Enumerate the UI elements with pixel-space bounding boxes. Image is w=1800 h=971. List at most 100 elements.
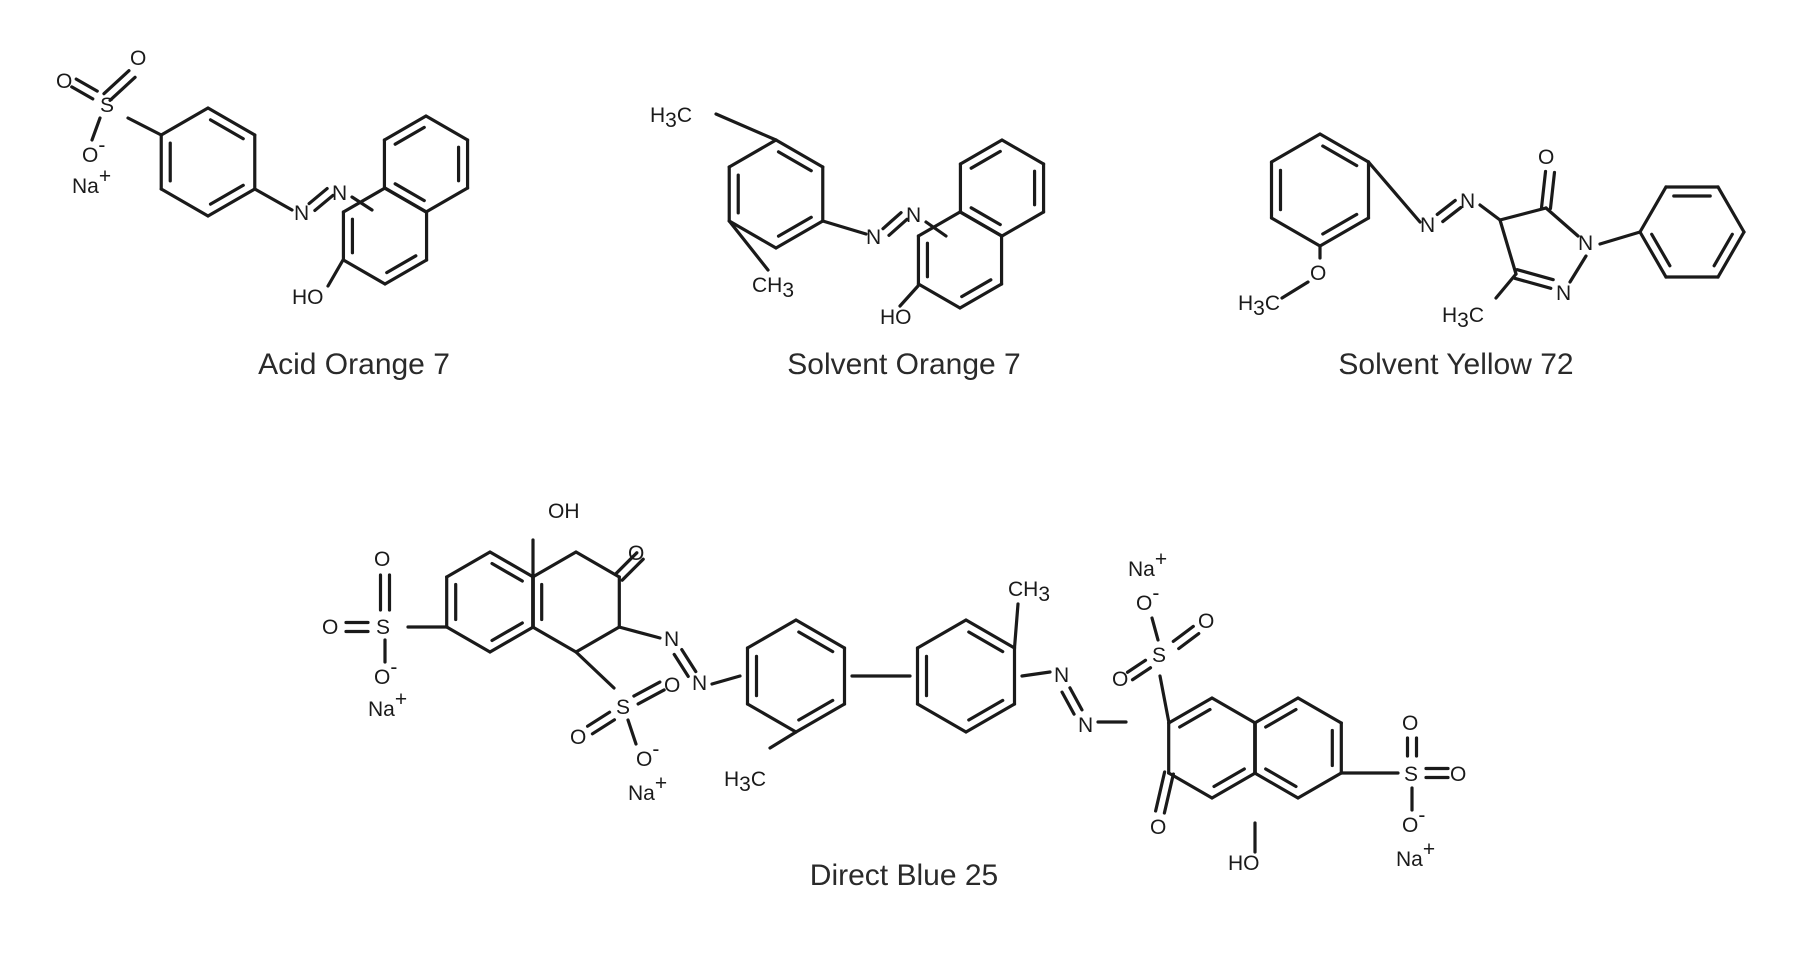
direct-blue-25-nitrogen-label: N [1054,664,1069,687]
direct-blue-25-c-n-bond [1020,670,1052,678]
direct-blue-25-s-o-double-bond [585,710,612,728]
acid-orange-7-naphthalene-ring-b [383,258,429,286]
solvent-orange-7-naphthalene-ring-a [958,138,1004,166]
solvent-orange-7-naphthalene-ring-a [1000,138,1046,166]
solvent-yellow-72-methyl-label: H3C [1238,292,1280,320]
acid-orange-7-s-o-bond [90,116,102,142]
direct-blue-25-carbonyl-oxygen-label: O [628,542,644,565]
direct-blue-25-oxide-label: O- [636,738,659,771]
solvent-orange-7-azo-double-bond [881,211,903,231]
acid-orange-7-benzene-ring [206,106,257,137]
acid-orange-7-benzene-ring-inner-bond [208,118,245,141]
direct-blue-25-biphenyl-ring-a [794,618,847,650]
acid-orange-7-c-o-bond [326,258,345,288]
solvent-yellow-72-nitrogen-label: N [1460,190,1475,213]
solvent-yellow-72-azo-double-bond [1441,205,1463,224]
direct-blue-25-oxygen-label: O [322,616,338,639]
compound-name-solvent-yellow-72: Solvent Yellow 72 [1338,348,1573,381]
direct-blue-25-right-ring-b-inner-bond [1264,707,1298,729]
direct-blue-25-s-o-double-bond [1171,624,1195,644]
direct-blue-25-c-o-double-bond [1162,772,1175,815]
direct-blue-25-oxygen-label: O [570,726,586,749]
solvent-orange-7-naphthalene-ring-b [916,210,962,238]
direct-blue-25-biphenyl-ring-a-inner-bond [797,698,835,722]
acid-orange-7-c-n-bond [253,187,294,212]
direct-blue-25-sodium-label: Na+ [1128,548,1167,581]
solvent-yellow-72-anisole-ring [1269,132,1322,164]
direct-blue-25-oxide-label: O- [1136,582,1159,615]
direct-blue-25-oxygen-label: O [374,548,390,571]
direct-blue-25-c-ch3-bond [768,730,798,750]
direct-blue-25-carbonyl-oxygen-label: O [1150,816,1166,839]
direct-blue-25-right-ring-a-inner-bond [1212,767,1246,789]
solvent-yellow-72-c-n-double-bond [1515,268,1555,282]
atom-label-layer: SOOO-Na+NNHOH3CCH3NNHOOH3CNNNNOH3COHOSOO… [56,47,1593,875]
direct-blue-25-left-ring-a [445,550,492,579]
direct-blue-25-right-ring-a [1167,771,1214,800]
direct-blue-25-right-ring-b [1296,771,1343,800]
solvent-orange-7-naphthalene-ring-b [916,282,962,310]
direct-blue-25-biphenyl-ring-b [964,618,1017,650]
solvent-yellow-72-pyrazolone-bond [1544,206,1580,238]
acid-orange-7-azo-double-bond [307,186,329,206]
direct-blue-25-right-ring-b [1253,696,1300,725]
direct-blue-25-oxygen-label: O [1112,668,1128,691]
direct-blue-25-methyl-label: CH3 [1008,578,1050,606]
solvent-yellow-72-methyl-label: H3C [1442,304,1484,332]
direct-blue-25-nitrogen-label: N [692,672,707,695]
solvent-yellow-72-pyrazolone-bond [1568,254,1588,284]
solvent-orange-7-methyl-label: CH3 [752,274,794,302]
acid-orange-7-nitrogen-label: N [332,182,347,205]
acid-orange-7-naphthalene-ring-b [383,186,429,214]
direct-blue-25-oxygen-label: O [1198,610,1214,633]
acid-orange-7-s-o-double-bond [70,85,95,101]
direct-blue-25-biphenyl-ring-a [745,702,798,734]
direct-blue-25-left-ring-b [531,625,578,654]
acid-orange-7-n-c-bond [350,195,374,212]
direct-blue-25-azo-double-bond [672,652,690,679]
acid-orange-7-s-o-double-bond [108,75,137,102]
solvent-orange-7-naphthalene-ring-a-inner-bond [969,206,1002,227]
acid-orange-7-oxide-label: O- [82,134,105,167]
compound-name-acid-orange-7: Acid Orange 7 [258,348,450,381]
acid-orange-7-nitrogen-label: N [294,202,309,225]
direct-blue-25-left-ring-b [574,550,621,579]
direct-blue-25-sodium-label: Na+ [1396,838,1435,871]
direct-blue-25-left-ring-a [445,625,492,654]
solvent-yellow-72-carbonyl-oxygen-label: O [1538,146,1554,169]
solvent-yellow-72-azo-double-bond [1435,198,1457,217]
direct-blue-25-biphenyl-ring-b-inner-bond [967,630,1005,654]
direct-blue-25-s-o-bond [1150,616,1160,642]
direct-blue-25-biphenyl-ring-a [794,702,847,734]
direct-blue-25-azo-double-bond [1060,690,1076,716]
solvent-orange-7-nitrogen-label: N [906,204,921,227]
acid-orange-7-benzene-ring [206,187,257,218]
direct-blue-25-c-o-double-bond [1154,770,1167,813]
direct-blue-25-left-ring-a [488,550,535,579]
direct-blue-25-biphenyl-ring-b-inner-bond [967,698,1005,722]
solvent-yellow-72-phenyl-ring [1638,185,1668,234]
direct-blue-25-left-ring-a [488,625,535,654]
solvent-orange-7-hydroxy-label: HO [880,306,912,329]
direct-blue-25-biphenyl-ring-b [915,618,968,650]
acid-orange-7-s-o-double-bond [74,77,99,93]
solvent-orange-7-xylene-ring-inner-bond [776,150,813,173]
direct-blue-25-right-ring-b [1253,771,1300,800]
solvent-orange-7-c-o-bond [898,284,920,308]
direct-blue-25-biphenyl-ring-b [915,702,968,734]
solvent-yellow-72-phenyl-ring [1716,230,1746,279]
acid-orange-7-hydroxy-label: HO [292,286,324,309]
direct-blue-25-s-o-double-bond [1125,658,1148,674]
solvent-yellow-72-ether-oxygen-label: O [1310,262,1326,285]
direct-blue-25-sulfur-label: S [376,616,390,639]
acid-orange-7-naphthalene-ring-b [341,258,387,286]
acid-orange-7-s-o-double-bond [102,69,131,96]
solvent-orange-7-xylene-ring [774,138,825,169]
solvent-yellow-72-phenyl-ring [1638,230,1668,279]
direct-blue-25-oxide-label: O- [1402,804,1425,837]
solvent-orange-7-naphthalene-ring-a [1000,210,1046,238]
direct-blue-25-biphenyl-ring-a [745,618,798,650]
direct-blue-25-right-ring-a [1167,696,1214,725]
direct-blue-25-c-s-bond [1158,674,1171,725]
